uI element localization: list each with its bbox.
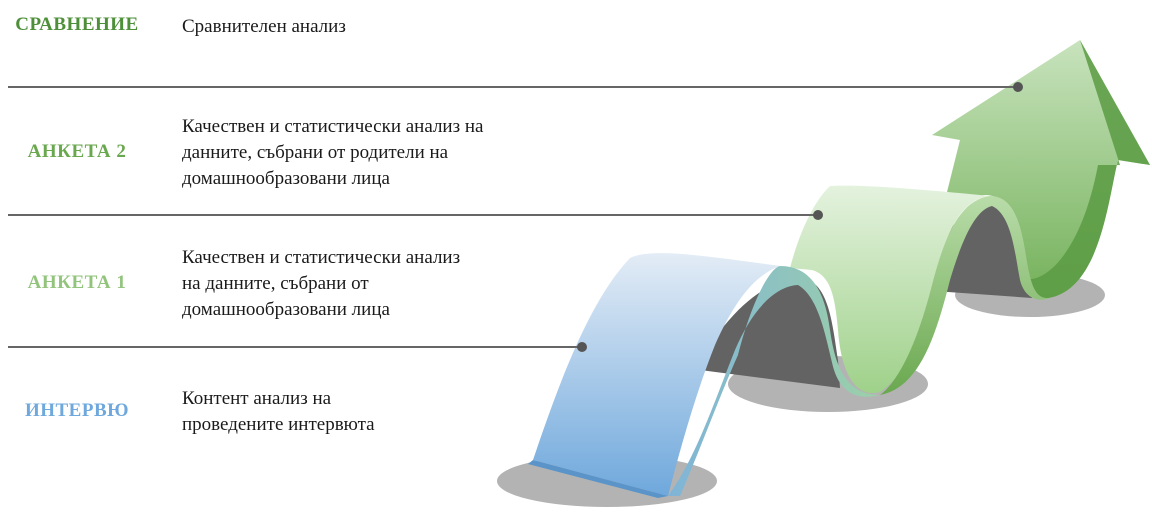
dot-3 — [577, 342, 587, 352]
arrow-end-blue — [528, 460, 668, 498]
stage-label-comparison: СРАВНЕНИЕ — [15, 14, 139, 35]
stage-label-interview: ИНТЕРВЮ — [24, 400, 130, 421]
stage-desc-survey-2: Качествен и статистически анализ на данн… — [182, 116, 484, 189]
stage-desc-comparison: Сравнителен анализ — [182, 16, 346, 37]
arrow-band-blue — [533, 253, 780, 496]
arrow-band-green-1 — [790, 185, 990, 394]
arrow-edge-green-1 — [880, 196, 1050, 395]
arrow-edge-green-2 — [1024, 40, 1150, 299]
dot-2 — [813, 210, 823, 220]
stage-label-survey-1: АНКЕТА 1 — [27, 272, 127, 293]
stage-desc-interview: Контент анализ на проведените интервюта — [182, 388, 375, 435]
divider-line-2 — [8, 214, 816, 216]
divider-line-1 — [8, 86, 1018, 88]
underside-1 — [690, 278, 840, 388]
stage-label-survey-2: АНКЕТА 2 — [27, 141, 127, 162]
stage-desc-survey-1: Качествен и статистически анализ на данн… — [182, 247, 461, 320]
arrow-edge-blue — [668, 266, 880, 496]
divider-line-3 — [8, 346, 580, 348]
dot-1 — [1013, 82, 1023, 92]
